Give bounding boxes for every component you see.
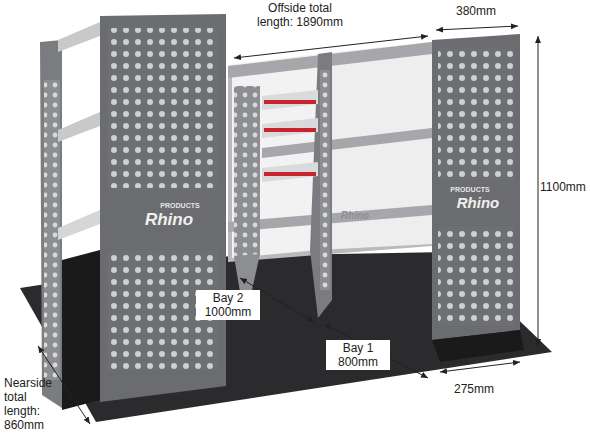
- left-rear-holes: [44, 80, 60, 380]
- left-mid-shelf: [58, 112, 100, 142]
- dimension-label: 1100mm: [540, 180, 586, 194]
- bay-2-leg: [234, 254, 260, 292]
- dimension-label: 275mm: [444, 382, 504, 396]
- right-leg: [432, 330, 524, 362]
- dimension-lines: [38, 26, 538, 424]
- drawer: [262, 162, 318, 182]
- dimension-label: Bay 1 800mm: [326, 340, 390, 370]
- brand-logo: Rhino: [330, 210, 380, 222]
- dimension-label: Bay 2 1000mm: [196, 290, 260, 320]
- brand-small-text: PRODUCTS: [440, 186, 500, 194]
- dimension-label: 380mm: [448, 4, 504, 18]
- drawer: [262, 118, 318, 138]
- brand-logo: Rhino: [124, 210, 214, 230]
- left-rear-panel: [40, 40, 62, 408]
- right-panel-holes: [438, 226, 514, 326]
- left-panel-holes: [108, 28, 218, 188]
- dimension-label: Nearside total length: 860mm: [4, 376, 64, 432]
- left-top-shelf: [58, 22, 100, 52]
- dimension-label: Offside total length: 1890mm: [252, 1, 348, 29]
- drawer-handle: [264, 100, 316, 104]
- left-legs: [62, 250, 100, 410]
- left-front-panel: [100, 14, 226, 402]
- right-panel-holes: [438, 48, 514, 180]
- drawer-handle: [264, 128, 316, 132]
- left-low-shelf: [58, 210, 100, 240]
- divider-holes: [320, 70, 330, 290]
- brand-small-text: PRODUCTS: [150, 202, 210, 210]
- drawer-handle: [264, 172, 316, 176]
- right-end-panel: [432, 34, 520, 340]
- bay-2-end-panel: [234, 86, 260, 256]
- drawer: [262, 90, 318, 110]
- brand-logo: Rhino: [440, 194, 516, 212]
